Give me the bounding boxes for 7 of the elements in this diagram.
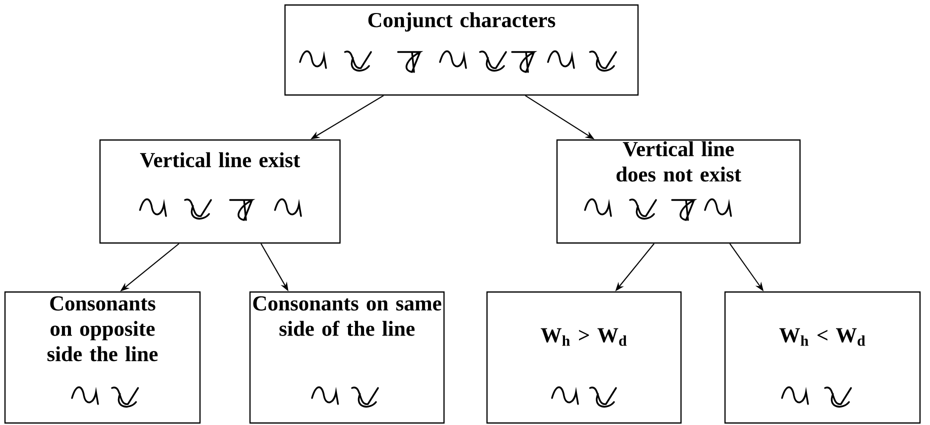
category-box: Consonants on same side of the line [249,291,445,424]
category-box: Vertical line exist [99,139,341,244]
category-box: Consonants on opposite side the line [4,291,201,424]
category-box: W$_{h}$ > W$_{d}$ [486,291,682,424]
category-box: W$_{h}$ < W$_{d}$ [724,291,921,424]
category-box: Conjunct characters [284,4,639,96]
category-box: Vertical line does not exist [556,139,801,244]
